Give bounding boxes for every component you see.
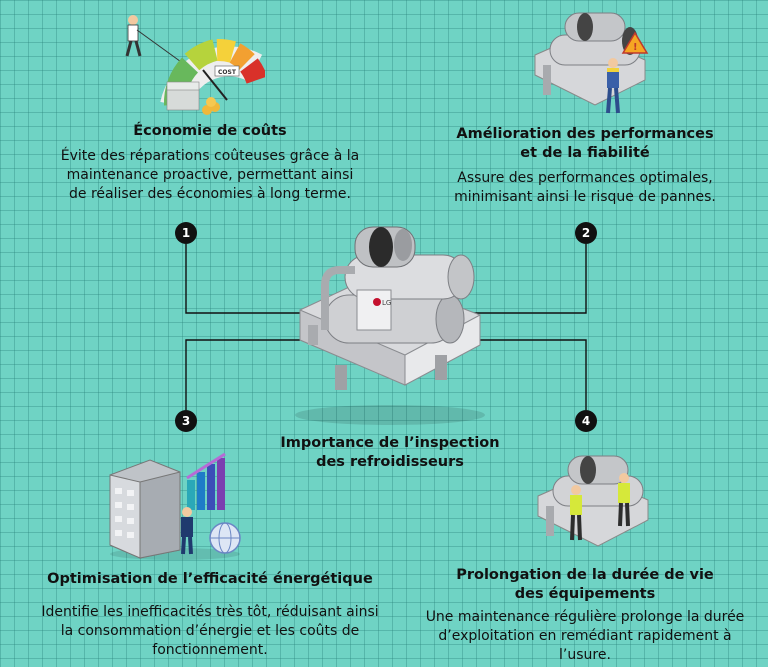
chiller-icon: LG xyxy=(295,226,485,425)
item-2-block: Amélioration des performances et de la f… xyxy=(395,125,768,207)
item-4-title-line2: des équipements xyxy=(514,586,656,602)
lg-logo: LG xyxy=(382,299,391,307)
item-3-title: Optimisation de l’efficacité énergétique xyxy=(47,571,373,587)
center-title-line2: des refroidisseurs xyxy=(316,454,464,470)
item-2-title-line1: Amélioration des performances xyxy=(456,126,714,142)
item-4-title-line1: Prolongation de la durée de vie xyxy=(456,567,714,583)
step-badge-4: 4 xyxy=(575,410,597,432)
item-4-desc: Une maintenance régulière prolonge la du… xyxy=(425,609,745,663)
item-3-block: Optimisation de l’efficacité énergétique… xyxy=(20,570,400,660)
cost-gauge-icon: COST xyxy=(125,15,265,115)
chiller-technician-icon: ! xyxy=(534,12,649,114)
step-badge-1: 1 xyxy=(175,222,197,244)
item-1-desc: Évite des réparations coûteuses grâce à … xyxy=(60,148,360,202)
item-2-desc: Assure des performances optimales, minim… xyxy=(454,170,716,205)
building-energy-icon xyxy=(109,452,241,560)
gauge-label: COST xyxy=(218,69,237,76)
item-4-block: Prolongation de la durée de vie des équi… xyxy=(405,566,765,665)
chiller-workers-icon xyxy=(537,455,649,547)
center-title: Importance de l’inspection des refroidis… xyxy=(270,434,510,472)
item-2-title-line2: et de la fiabilité xyxy=(520,145,650,161)
svg-text:!: ! xyxy=(633,42,638,53)
item-1-title: Économie de coûts xyxy=(133,123,287,139)
item-3-desc: Identifie les inefficacités très tôt, ré… xyxy=(41,604,379,658)
step-badge-3: 3 xyxy=(175,410,197,432)
item-1-block: Économie de coûts Évite des réparations … xyxy=(40,122,380,204)
center-title-line1: Importance de l’inspection xyxy=(280,435,500,451)
step-badge-2: 2 xyxy=(575,222,597,244)
